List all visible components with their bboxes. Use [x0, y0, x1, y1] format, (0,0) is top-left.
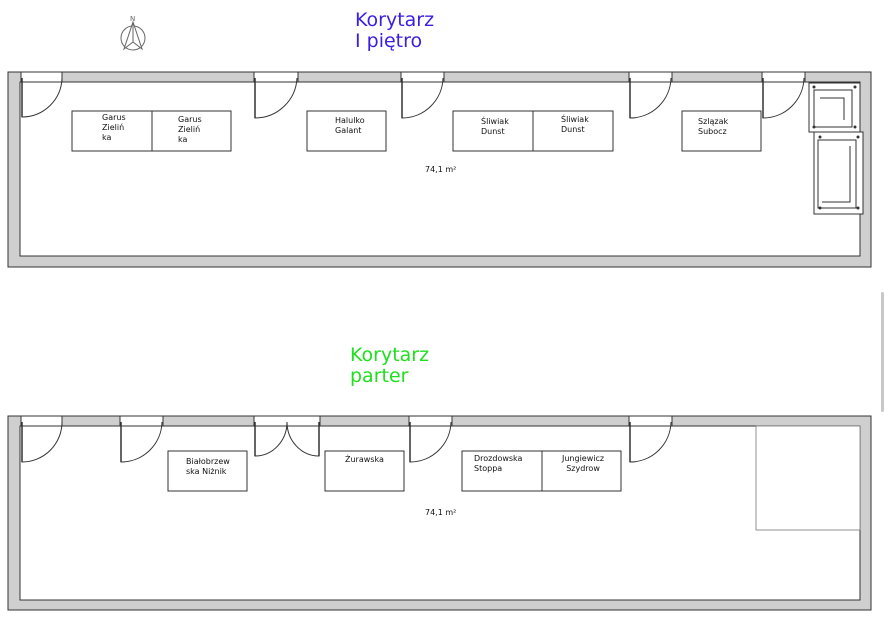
desk-label-line: Subocz — [698, 127, 727, 136]
desk-label-line: Dunst — [561, 125, 585, 134]
desk-label: Białobrzew ska Niżnik — [186, 457, 230, 477]
floor-title-lower-line2: parter — [350, 365, 409, 387]
floor-lower — [7, 415, 872, 611]
door-leaves-lower — [21, 422, 631, 462]
wall-lower — [7, 415, 872, 611]
desks-lower — [167, 450, 622, 492]
floor-title-upper-line1: Korytarz — [355, 9, 435, 31]
north-letter: N — [130, 15, 136, 23]
desk-label-line: ka — [102, 133, 112, 142]
staircase-upper — [808, 82, 864, 215]
desk-label-line: Żurawska — [345, 455, 384, 464]
area-label-upper: 74,1 m² — [425, 165, 457, 174]
desk-label-line: Białobrzew — [186, 457, 230, 466]
floor-title-upper: Korytarz I piętro — [355, 10, 434, 52]
desk-label-line: Zieliń — [102, 123, 125, 132]
desk-label: Szlązak Subocz — [698, 117, 728, 137]
corner-area-lower — [755, 425, 861, 531]
desk-label-line: Śliwiak — [561, 115, 589, 124]
desks-upper — [71, 110, 762, 152]
door-leaves-upper — [21, 78, 764, 118]
desk-label-line: Śliwiak — [481, 117, 509, 126]
desk-label: Jungiewicz Szydrow — [562, 454, 604, 474]
desk-label-line: Szlązak — [698, 117, 729, 126]
north-arrow-icon — [120, 20, 146, 51]
desk-label-line: Jungiewicz — [562, 454, 605, 463]
desk-label: Żurawska — [345, 455, 384, 465]
desk-label-line: Garus — [102, 113, 126, 122]
desk-label-line: Zieliń — [178, 125, 201, 134]
floor-upper — [7, 71, 872, 268]
desk-label-line: Stoppa — [474, 464, 503, 473]
desk-label-line: Galant — [335, 126, 362, 135]
wall-upper — [7, 71, 872, 268]
desk-label: Halulko Galant — [335, 116, 365, 136]
floor-title-lower: Korytarz parter — [350, 345, 429, 387]
desk-label: Drozdowska Stoppa — [474, 454, 522, 474]
desk-label-line: ka — [178, 135, 188, 144]
doors-upper — [20, 71, 806, 83]
door-swings-upper — [21, 77, 805, 119]
door-swings-lower — [21, 421, 672, 463]
desk-label-line: Garus — [178, 115, 202, 124]
desk-label-line: Dunst — [481, 127, 505, 136]
floor-title-lower-line1: Korytarz — [350, 344, 430, 366]
vertical-scrollbar[interactable] — [881, 292, 884, 412]
floor-title-upper-line2: I piętro — [355, 30, 423, 52]
desk-label: Śliwiak Dunst — [561, 115, 589, 135]
desk-label: Garus Zieliń ka — [178, 115, 202, 145]
desk-label: Garus Zieliń ka — [102, 113, 126, 143]
desk-label-line: ska Niżnik — [186, 467, 227, 476]
desk-label-line: Szydrow — [566, 464, 600, 473]
area-label-lower: 74,1 m² — [425, 508, 457, 517]
desk-label-line: Drozdowska — [474, 454, 523, 463]
desk-label-line: Halulko — [335, 116, 365, 125]
desk-label: Śliwiak Dunst — [481, 117, 509, 137]
